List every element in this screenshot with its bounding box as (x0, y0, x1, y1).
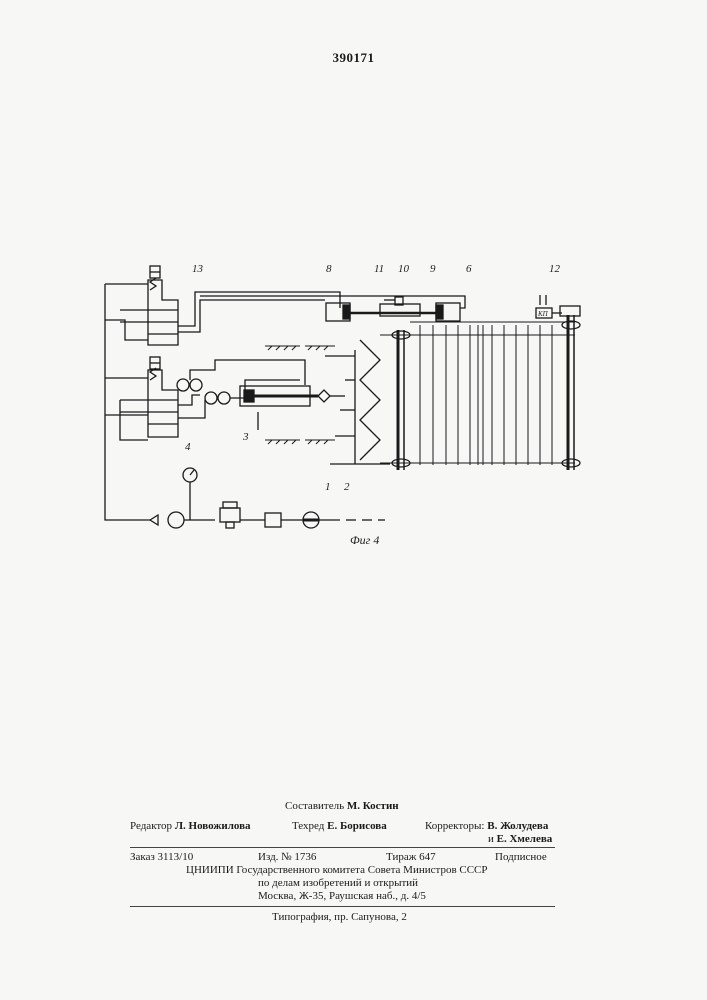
subscription: Подписное (495, 851, 547, 864)
circulation: Тираж 647 (386, 851, 436, 864)
divider-top (130, 847, 555, 848)
org-line-2: по делам изобретений и открытий (258, 877, 418, 890)
label-3: 3 (242, 431, 249, 443)
techred-name: Е. Борисова (327, 820, 387, 832)
techred-label: Техред (292, 820, 324, 832)
editor-line: Редактор Л. Новожилова (130, 820, 251, 833)
compiler-line: Составитель М. Костин (285, 800, 399, 813)
figure-caption: Фиг 4 (350, 533, 379, 547)
shaft-left (392, 330, 410, 470)
label-11: 11 (374, 263, 384, 275)
corrector-2-prefix: и (488, 833, 494, 845)
label-12: 12 (549, 263, 561, 275)
zigzag-2 (360, 340, 380, 460)
label-1: 1 (325, 481, 331, 493)
corrector-2: Е. Хмелева (497, 833, 553, 845)
editor-label: Редактор (130, 820, 172, 832)
comb-1 (325, 350, 390, 464)
label-4: 4 (185, 441, 191, 453)
belt-curtain (380, 322, 575, 465)
corrector-2-line: и Е. Хмелева (488, 833, 552, 846)
supply-line-low (105, 320, 148, 340)
printer-line: Типография, пр. Сапунова, 2 (272, 911, 407, 924)
label-13: 13 (192, 263, 204, 275)
label-8: 8 (326, 263, 332, 275)
label-10: 10 (398, 263, 410, 275)
cylinder-3 (240, 386, 345, 430)
label-2: 2 (344, 481, 350, 493)
label-kp: КП (537, 310, 549, 318)
label-6: 6 (466, 263, 472, 275)
compiler-name: М. Костин (347, 800, 399, 812)
edition-number: Изд. № 1736 (258, 851, 316, 864)
technical-drawing: 13 8 11 10 9 6 12 КП 4 3 1 2 Фиг 4 (0, 0, 707, 600)
corrector-1: В. Жолудева (487, 820, 548, 832)
supply-chain (150, 468, 385, 528)
order-number: Заказ 3113/10 (130, 851, 193, 864)
techred-line: Техред Е. Борисова (292, 820, 387, 833)
compiler-label: Составитель (285, 800, 344, 812)
correctors-line: Корректоры: В. Жолудева (425, 820, 548, 833)
correctors-label: Корректоры: (425, 820, 484, 832)
label-9: 9 (430, 263, 436, 275)
org-line-3: Москва, Ж-35, Раушская наб., д. 4/5 (258, 890, 426, 903)
editor-name: Л. Новожилова (175, 820, 251, 832)
shaft-right (560, 306, 580, 470)
divider-bottom (130, 906, 555, 907)
valve-13 (120, 266, 340, 345)
org-line-1: ЦНИИПИ Государственного комитета Совета … (186, 864, 488, 877)
